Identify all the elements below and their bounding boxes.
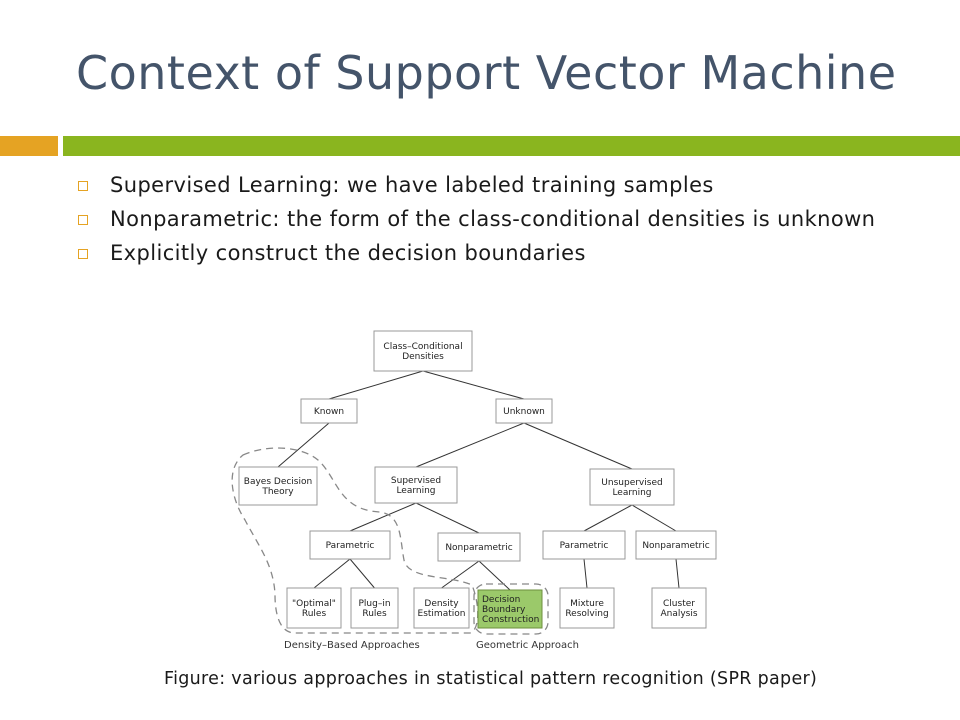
bullet-item: Explicitly construct the decision bounda… [76,240,896,267]
diagram-edge [441,560,480,589]
bullet-list: Supervised Learning: we have labeled tra… [76,172,896,274]
title-accent-bar-orange [0,136,58,156]
diagram-node-label: Resolving [565,609,608,619]
diagram-node-label: Density [424,599,459,609]
diagram-node-label: Class–Conditional [383,342,462,352]
diagram-node-box [559,587,615,629]
diagram-node-box [309,530,391,560]
diagram-node-known: Known [300,398,358,424]
diagram-node-label: Mixture [570,599,604,609]
diagram-node-label: Boundary [482,605,526,615]
diagram-edge [422,370,525,400]
diagram-node-label: Supervised [391,476,441,486]
bullet-text: Supervised Learning: we have labeled tra… [110,173,714,197]
diagram-node-param2: Parametric [542,530,626,560]
diagram-node-box [495,398,553,424]
diagram-node-label: Parametric [326,541,375,551]
diagram-node-box [373,330,473,372]
diagram-node-label: Decision [482,595,520,605]
dashed-regions [231,447,549,635]
diagram-node-label: Construction [482,615,539,625]
diagram-edge [313,558,351,589]
diagram-node-box [651,587,707,629]
diagram-edge [328,370,424,400]
diagram-edge [583,558,588,589]
diagram-node-label: "Optimal" [292,599,336,609]
title-accent-bar-green [63,136,960,156]
diagram-node-box [413,587,470,629]
diagram-node-optimal: "Optimal"Rules [286,587,342,629]
diagram-edge [631,504,677,532]
diagram-node-label: Parametric [560,541,609,551]
geometric-label: Geometric Approach [476,640,579,651]
diagram-node-box [477,589,543,629]
diagram-node-label: Nonparametric [445,543,512,553]
square-bullet-icon [78,215,88,225]
diagram-node-box [350,587,399,629]
bullet-item: Nonparametric: the form of the class-con… [76,206,896,233]
diagram-node-label: Known [314,407,344,417]
diagram-node-box [589,468,675,506]
diagram-edge [523,422,633,470]
diagram-node-box [635,530,717,560]
diagram-node-label: Rules [302,609,327,619]
diagram-node-label: Unknown [503,407,545,417]
bullet-text: Explicitly construct the decision bounda… [110,241,586,265]
diagram-node-label: Learning [612,488,651,498]
diagram-node-label: Theory [261,487,294,497]
diagram-edge [349,502,417,532]
density-based-region [231,447,479,634]
diagram-edge [583,504,633,532]
diagram-node-label: Bayes Decision [244,477,312,487]
diagram-node-label: Unsupervised [601,478,662,488]
diagram-node-nonparam1: Nonparametric [437,532,521,562]
diagram-node-box [238,466,318,506]
diagram-node-label: Nonparametric [642,541,709,551]
figure-caption: Figure: various approaches in statistica… [164,669,818,689]
diagram-node-nonparam2: Nonparametric [635,530,717,560]
diagram-edge [675,558,680,589]
bullet-item: Supervised Learning: we have labeled tra… [76,172,896,199]
diagram-edge [478,560,511,591]
square-bullet-icon [78,249,88,259]
bullet-text: Nonparametric: the form of the class-con… [110,207,876,231]
square-bullet-icon [78,181,88,191]
diagram-node-label: Rules [362,609,387,619]
diagram-node-label: Learning [396,486,435,496]
diagram-node-box [300,398,358,424]
diagram-edges [277,370,680,591]
diagram-node-label: Estimation [418,609,466,619]
diagram-node-label: Analysis [660,609,697,619]
geometric-region [473,583,549,635]
diagram-node-unknown: Unknown [495,398,553,424]
diagram-edge [415,422,525,468]
density-based-label: Density–Based Approaches [284,640,420,651]
diagram-node-label: Cluster [663,599,695,609]
diagram-node-label: Plug–in [358,599,390,609]
diagram-node-box [437,532,521,562]
diagram-node-box [374,466,458,504]
diagram-node-label: Densities [402,352,444,362]
diagram-node-box [286,587,342,629]
diagram-edge [415,502,480,534]
diagram-node-param1: Parametric [309,530,391,560]
diagram-edge [349,558,375,589]
diagram-node-box [542,530,626,560]
diagram-edge [277,422,330,468]
slide-title: Context of Support Vector Machine [76,46,897,100]
